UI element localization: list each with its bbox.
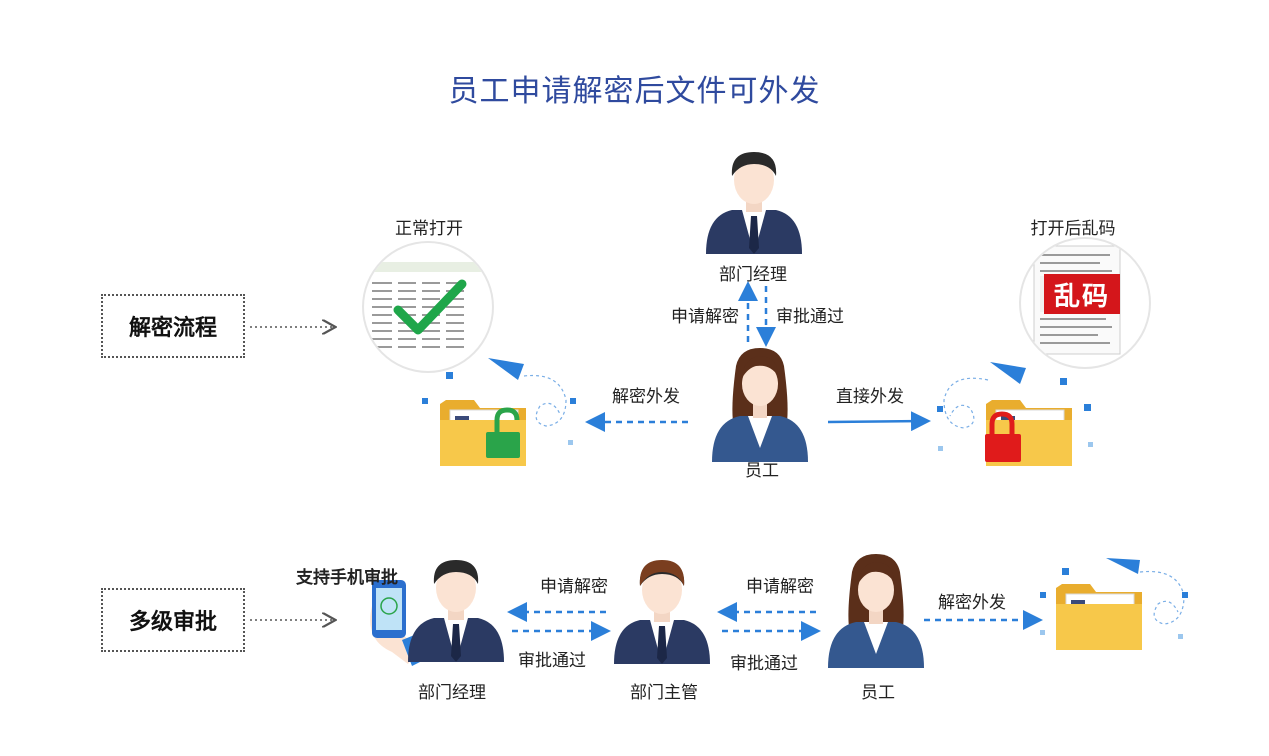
decrypt-send-label: 解密外发 — [612, 387, 680, 407]
paper-plane-icon — [990, 362, 1026, 384]
garbled-label: 打开后乱码 — [1030, 219, 1116, 239]
sent-folder — [1040, 558, 1188, 651]
apply-label-1: 申请解密 — [540, 577, 608, 597]
manager-label: 部门经理 — [719, 265, 787, 285]
employee-label: 员工 — [745, 461, 779, 481]
approve-label-2: 审批通过 — [730, 654, 798, 674]
unlock-icon — [486, 432, 520, 458]
approve-label-1: 审批通过 — [518, 651, 586, 671]
direct-send-arrow — [827, 411, 931, 432]
manager2-avatar — [408, 560, 504, 662]
page-title: 员工申请解密后文件可外发 — [448, 74, 821, 109]
direct-send-label: 直接外发 — [836, 387, 904, 407]
employee-avatar — [712, 348, 808, 462]
mobile-approval-label: 支持手机审批 — [296, 568, 398, 588]
check-icon — [393, 279, 467, 335]
paper-plane-icon — [1106, 558, 1140, 574]
apply-label-2: 申请解密 — [746, 577, 814, 597]
apply-label: 申请解密 — [671, 307, 739, 327]
approve-label: 审批通过 — [776, 307, 844, 327]
supervisor-avatar — [614, 560, 710, 664]
employee2-avatar — [828, 554, 924, 668]
paper-plane-icon — [488, 358, 524, 380]
normal-open-preview — [362, 241, 494, 373]
section-decrypt-flow: 解密流程 — [101, 294, 245, 358]
manager-avatar — [706, 152, 802, 254]
supervisor-label: 部门主管 — [630, 683, 698, 703]
section-multi-approval: 多级审批 — [101, 588, 245, 652]
employee2-label: 员工 — [861, 683, 895, 703]
garbled-stamp: 乱码 — [1044, 274, 1120, 314]
send-label: 解密外发 — [938, 593, 1006, 613]
locked-folder — [937, 362, 1093, 467]
lock-icon — [985, 434, 1021, 462]
unlocked-folder — [422, 358, 576, 467]
normal-open-label: 正常打开 — [395, 219, 463, 239]
manager2-label: 部门经理 — [418, 683, 486, 703]
